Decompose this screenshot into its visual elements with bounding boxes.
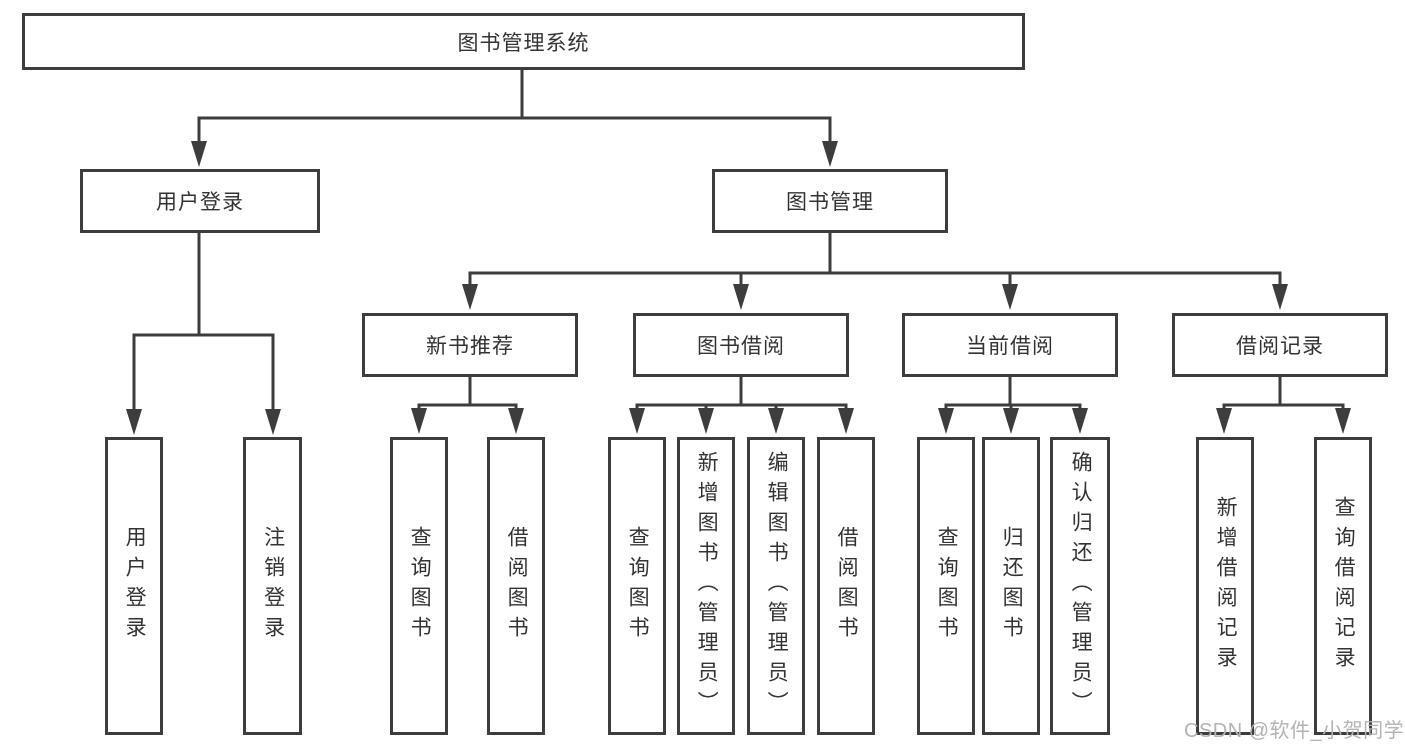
node-label: 确认归还（管理员） <box>1069 451 1093 721</box>
leaf-query-books-recommend: 查询图书 <box>390 437 448 735</box>
leaf-confirm-return-admin: 确认归还（管理员） <box>1050 437 1110 735</box>
node-label: 图书借阅 <box>697 335 785 358</box>
arrowhead-icon <box>768 408 784 434</box>
node-label: 查询借阅记录 <box>1332 496 1356 676</box>
node-label: 查询图书 <box>408 526 432 646</box>
leaf-borrow-books-recommend: 借阅图书 <box>487 437 545 735</box>
arrowheads <box>126 141 1351 435</box>
node-label: 编辑图书（管理员） <box>765 451 789 721</box>
node-label: 新书推荐 <box>426 335 514 358</box>
leaf-add-book-admin: 新增图书（管理员） <box>677 437 735 735</box>
arrowhead-icon <box>698 408 714 434</box>
arrowhead-icon <box>1003 408 1019 434</box>
node-label: 图书管理系统 <box>457 31 590 55</box>
arrowhead-icon <box>191 141 207 167</box>
connector-new-book-recommend-branch <box>417 375 518 414</box>
node-book-borrowing: 图书借阅 <box>633 313 849 377</box>
arrowhead-icon <box>462 284 478 310</box>
node-root-library-management-system: 图书管理系统 <box>22 13 1025 70</box>
arrowhead-icon <box>1072 408 1088 434</box>
arrowhead-icon <box>126 409 142 435</box>
arrowhead-icon <box>265 409 281 435</box>
arrowhead-icon <box>1216 408 1232 434</box>
leaf-return-book: 归还图书 <box>982 437 1040 735</box>
node-label: 当前借阅 <box>966 335 1054 358</box>
connector-current-borrowing-branch <box>944 375 1082 414</box>
node-user-login: 用户登录 <box>80 169 320 233</box>
node-label: 注销登录 <box>261 526 285 646</box>
node-label: 借阅记录 <box>1236 335 1324 358</box>
node-label: 图书管理 <box>786 191 874 214</box>
connector-borrowing-records-branch <box>1222 375 1345 414</box>
arrowhead-icon <box>838 408 854 434</box>
leaf-user-login: 用户登录 <box>105 437 163 735</box>
arrowhead-icon <box>1002 284 1018 310</box>
arrowhead-icon <box>629 408 645 434</box>
arrowhead-icon <box>822 141 838 167</box>
csdn-watermark: CSDN @软件_小贺同学 <box>1184 720 1405 742</box>
node-label: 用户登录 <box>123 526 147 646</box>
node-borrowing-records: 借阅记录 <box>1172 313 1388 377</box>
arrowhead-icon <box>1335 408 1351 434</box>
arrowhead-icon <box>508 408 524 434</box>
arrowhead-icon <box>938 408 954 434</box>
leaf-borrow-books-borrowing: 借阅图书 <box>817 437 875 735</box>
node-label: 查询图书 <box>626 526 650 646</box>
connector-book-management-branch <box>468 231 1282 290</box>
leaf-add-borrow-record: 新增借阅记录 <box>1196 437 1254 735</box>
node-label: 归还图书 <box>1000 526 1024 646</box>
node-new-book-recommend: 新书推荐 <box>362 313 578 377</box>
arrowhead-icon <box>1272 284 1288 310</box>
node-label: 新增图书（管理员） <box>695 451 719 721</box>
node-label: 新增借阅记录 <box>1214 496 1238 676</box>
node-label: 借阅图书 <box>835 526 859 646</box>
leaf-query-books-borrowing: 查询图书 <box>608 437 666 735</box>
arrowhead-icon <box>733 284 749 310</box>
node-label: 借阅图书 <box>505 526 529 646</box>
leaf-logout: 注销登录 <box>243 437 302 735</box>
node-book-management: 图书管理 <box>712 169 948 233</box>
leaf-query-books-current: 查询图书 <box>917 437 975 735</box>
connector-root-to-level2 <box>197 68 832 147</box>
leaf-query-borrow-record: 查询借阅记录 <box>1314 437 1372 735</box>
node-label: 用户登录 <box>156 191 244 214</box>
connector-book-borrowing-branch <box>635 375 848 414</box>
node-label: 查询图书 <box>935 526 959 646</box>
leaf-edit-book-admin: 编辑图书（管理员） <box>747 437 805 735</box>
node-current-borrowing: 当前借阅 <box>902 313 1118 377</box>
connector-user-login-branch <box>132 231 275 415</box>
arrowhead-icon <box>411 408 427 434</box>
